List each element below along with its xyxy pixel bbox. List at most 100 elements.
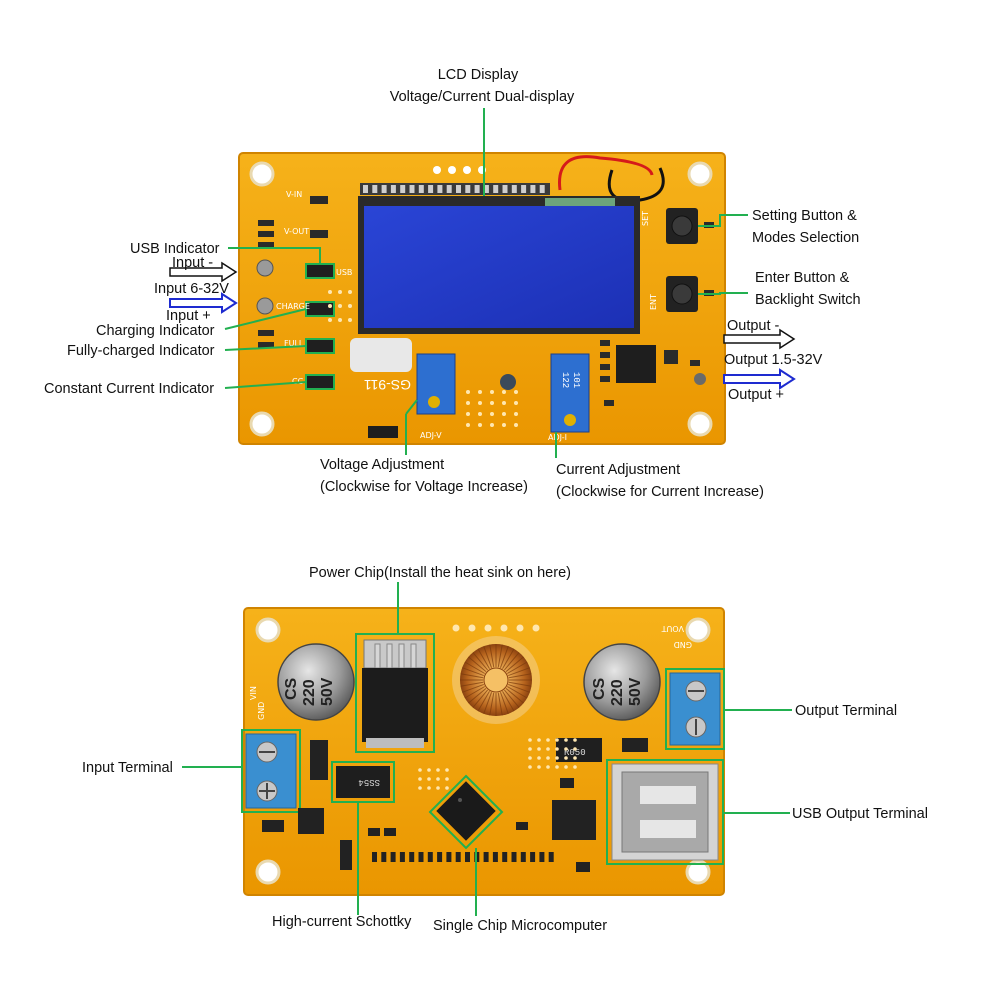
via <box>546 738 550 742</box>
header-pin <box>483 185 489 193</box>
coil-wire <box>508 683 530 693</box>
coil-wire <box>507 686 528 699</box>
coil-wire <box>462 683 484 693</box>
charging-indicator-label: Charging Indicator <box>96 323 215 339</box>
input-plus-label: Input + <box>166 308 211 324</box>
via <box>418 768 422 772</box>
via <box>418 777 422 781</box>
lcd-header-pins <box>360 183 550 195</box>
via <box>427 777 431 781</box>
coil-wire <box>464 661 485 674</box>
header-pin <box>418 852 424 862</box>
coil-wire <box>489 692 495 716</box>
output-range-label: Output 1.5-32V <box>724 352 823 368</box>
via <box>484 624 492 632</box>
header-pin <box>446 185 452 193</box>
mounting-hole <box>255 859 281 885</box>
red-wire <box>558 155 654 191</box>
pot-code: 122 <box>560 372 570 388</box>
coil-wire <box>505 656 524 673</box>
via <box>546 756 550 760</box>
voltage-pot-screw[interactable] <box>428 396 440 408</box>
cap-left-text-a: CS <box>283 677 300 700</box>
output-minus-arrow <box>723 328 796 350</box>
coil-wire <box>472 652 489 671</box>
header-pin <box>455 852 461 862</box>
set-button-cap[interactable] <box>671 215 693 237</box>
voltage-adjustment-sub: (Clockwise for Voltage Increase) <box>320 479 528 495</box>
cap-left-text-b: 220 <box>301 679 318 706</box>
via <box>528 765 532 769</box>
via <box>564 747 568 751</box>
full-silk: FULL <box>284 339 304 348</box>
back-board: CS 220 50V CS 220 50V <box>241 607 725 896</box>
header-pin <box>390 852 396 862</box>
pad <box>463 166 471 174</box>
header-pin <box>465 852 470 862</box>
current-pot[interactable] <box>550 353 590 433</box>
via <box>555 738 559 742</box>
model-silk: GS-911 <box>364 377 411 393</box>
lcd-flex <box>545 198 615 206</box>
power-chip-label: Power Chip(Install the heat sink on here… <box>309 565 571 581</box>
input-terminal-label: Input Terminal <box>82 760 173 776</box>
back-leaders <box>182 582 792 916</box>
header-pin <box>474 185 480 193</box>
coil-wire <box>497 692 503 716</box>
via <box>478 423 482 427</box>
coil-wire <box>505 687 524 704</box>
setting-button-sub: Modes Selection <box>752 230 859 246</box>
via <box>537 747 541 751</box>
output-screw <box>694 373 706 385</box>
coil-wire <box>483 646 493 668</box>
coil-wire <box>489 644 495 668</box>
via <box>348 318 352 322</box>
header-pin <box>409 852 415 862</box>
coil-wire <box>499 646 509 668</box>
coil-wire <box>502 648 515 669</box>
mounting-hole <box>687 161 713 187</box>
via <box>328 318 332 322</box>
via <box>348 304 352 308</box>
coil-wire <box>502 691 515 712</box>
back-vias <box>418 624 577 790</box>
ent-button-cap[interactable] <box>671 283 693 305</box>
mounting-hole <box>685 617 711 643</box>
header-pin <box>446 852 452 862</box>
usb-output-terminal-label: USB Output Terminal <box>792 806 928 822</box>
via <box>528 738 532 742</box>
cap-right-text-b: 220 <box>609 679 626 706</box>
constant-current-indicator-label: Constant Current Indicator <box>44 381 214 397</box>
inductor-pad <box>500 374 516 390</box>
header-pin <box>381 852 387 862</box>
coil-wire <box>462 667 484 677</box>
usb-led <box>305 263 335 279</box>
output-terminal[interactable] <box>665 668 725 750</box>
full-led <box>305 338 335 354</box>
output-minus-label: Output - <box>727 318 780 334</box>
via <box>418 786 422 790</box>
voltage-adjustment-label: Voltage Adjustment <box>320 457 444 473</box>
via <box>514 390 518 394</box>
power-chip <box>355 633 435 753</box>
header-pin <box>511 852 517 862</box>
coil-wire <box>503 689 520 708</box>
header-pin <box>437 852 443 862</box>
header-pin <box>381 185 387 193</box>
setting-button-label: Setting Button & <box>752 208 857 224</box>
via <box>516 624 524 632</box>
enter-button-label: Enter Button & <box>755 270 850 286</box>
current-adjustment-label: Current Adjustment <box>556 462 680 478</box>
header-pin <box>548 852 554 862</box>
via <box>564 756 568 760</box>
input-terminal[interactable] <box>241 729 301 813</box>
via <box>490 423 494 427</box>
coil-wire <box>508 681 532 687</box>
via <box>537 738 541 742</box>
current-pot-screw[interactable] <box>564 414 576 426</box>
input-minus-arrow <box>169 261 238 283</box>
coil-wire <box>483 692 493 714</box>
usb-port[interactable] <box>606 759 724 865</box>
header-pin <box>399 852 405 862</box>
